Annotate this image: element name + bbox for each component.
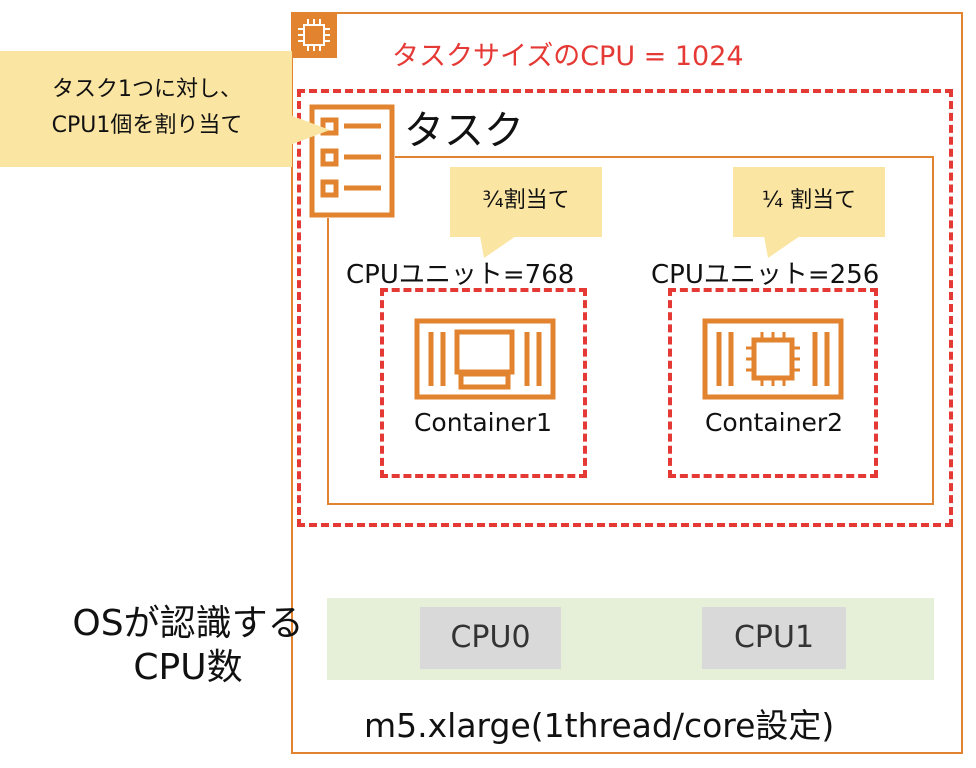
container2-share-label: ¼ 割当て (761, 188, 857, 213)
container1-share-label: ¾割当て (482, 188, 570, 213)
os-cpu-count-label: OSが認識する CPU数 (48, 602, 328, 690)
note-callout-pointer (290, 115, 330, 145)
container2-boundary (668, 288, 878, 478)
container-monitor-icon (414, 318, 556, 400)
instance-type-label: m5.xlarge(1thread/core設定) (364, 706, 835, 745)
container2-name: Container2 (704, 408, 844, 437)
container2-share-pointer (764, 236, 800, 258)
container1-cpu-unit-label: CPUユニット=768 (346, 260, 575, 290)
os-label-line-1: OSが認識する (72, 603, 304, 644)
container1-name: Container1 (413, 408, 553, 437)
container1-boundary (380, 288, 587, 478)
note-callout (0, 51, 292, 167)
container1-share-callout (450, 167, 602, 237)
cpu1-chip: CPU1 (702, 607, 846, 669)
task-title: タスク (404, 108, 524, 154)
note-text: タスク1つに対し、 CPU1個を割り当て (12, 72, 282, 144)
container2-share-callout (733, 167, 885, 237)
task-boundary (297, 89, 953, 527)
container-chip-icon (702, 318, 844, 400)
container2-cpu-unit-label: CPUユニット=256 (651, 260, 880, 290)
ec2-instance-frame (291, 12, 963, 754)
task-container-area (327, 156, 934, 505)
note-line-1: タスク1つに対し、 (52, 77, 242, 102)
os-label-line-2: CPU数 (133, 647, 243, 688)
task-list-icon (309, 104, 395, 218)
task-size-cpu-label: タスクサイズのCPU = 1024 (392, 41, 744, 72)
cpu0-chip: CPU0 (420, 607, 561, 669)
chip-icon (291, 12, 337, 58)
note-line-2: CPU1個を割り当て (51, 113, 243, 138)
container1-share-pointer (480, 236, 516, 258)
